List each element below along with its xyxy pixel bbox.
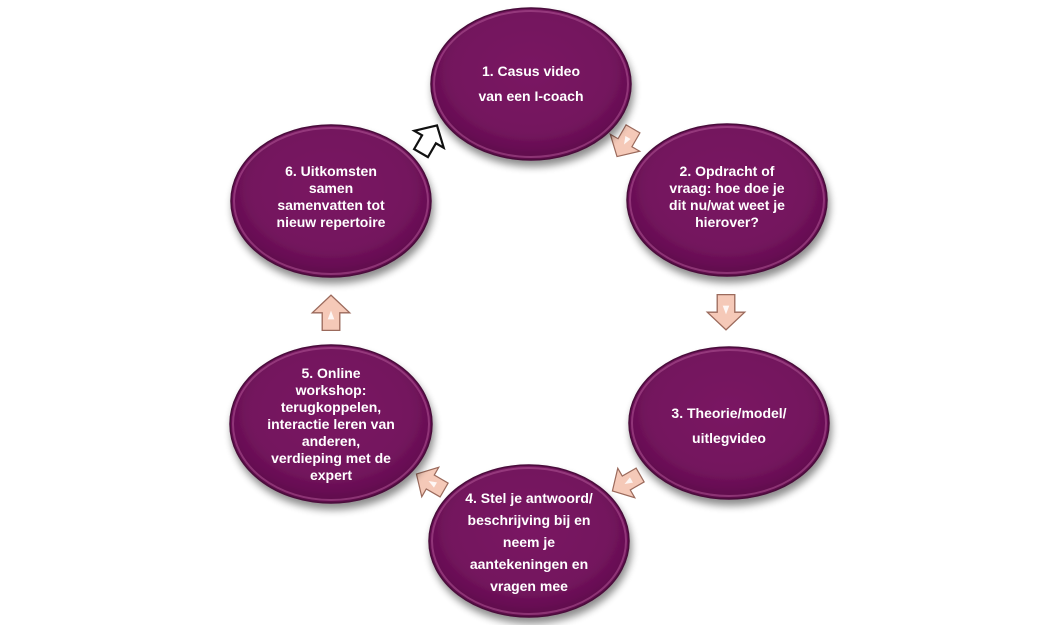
step-ellipse xyxy=(628,346,830,500)
step-ellipse xyxy=(626,123,828,277)
step-label-line: beschrijving bij en xyxy=(468,512,591,528)
step-ellipse xyxy=(229,344,433,504)
step-label-line: aantekeningen en xyxy=(470,556,588,572)
step-label-line: uitlegvideo xyxy=(692,430,766,446)
step-label-line: vraag: hoe doe je xyxy=(669,180,784,196)
step-label-line: terugkoppelen, xyxy=(281,399,381,415)
step-label-line: dit nu/wat weet je xyxy=(669,197,785,213)
arrow-left-up-icon xyxy=(415,466,449,499)
step-node-4: 4. Stel je antwoord/beschrijving bij en n… xyxy=(428,464,630,618)
step-label-line: nieuw repertoire xyxy=(277,214,386,230)
step-label-line: interactie leren van xyxy=(267,416,395,432)
arrow-left-down-icon xyxy=(611,466,645,499)
step-label-line: 3. Theorie/model/ xyxy=(671,405,786,421)
step-label-line: 5. Online xyxy=(301,365,360,381)
step-label-line: van een I-coach xyxy=(478,88,583,104)
step-label-line: 2. Opdracht of xyxy=(680,163,775,179)
step-label-line: 6. Uitkomsten xyxy=(285,163,377,179)
step-ellipse xyxy=(428,464,630,618)
step-label-line: workshop: xyxy=(295,382,367,398)
step-label-line: samenvatten tot xyxy=(277,197,385,213)
step-label-line: 1. Casus video xyxy=(482,63,580,79)
step-node-3: 3. Theorie/model/uitlegvideo xyxy=(628,346,830,500)
arrow-down-icon xyxy=(705,293,747,331)
arrow-right-down-icon xyxy=(609,124,642,158)
step-label-line: 4. Stel je antwoord/ xyxy=(465,490,593,506)
arrow-up-icon xyxy=(310,294,352,332)
step-ellipse xyxy=(430,7,632,161)
step-ellipse xyxy=(230,124,432,278)
step-label-line: vragen mee xyxy=(490,578,568,594)
arrow-right-up-icon xyxy=(411,124,446,159)
step-label-line: anderen, xyxy=(302,433,360,449)
step-label: 1. Casus video van een I-coach xyxy=(478,63,583,104)
step-label-line: hierover? xyxy=(695,214,759,230)
step-label: 4. Stel je antwoord/beschrijving bij en n… xyxy=(465,490,593,594)
step-label-line: expert xyxy=(310,467,352,483)
step-label-line: samen xyxy=(309,180,353,196)
step-label-line: verdieping met de xyxy=(271,450,391,466)
step-label: 3. Theorie/model/uitlegvideo xyxy=(671,405,786,446)
step-label-line: neem je xyxy=(503,534,555,550)
step-node-1: 1. Casus video van een I-coach xyxy=(430,7,632,161)
